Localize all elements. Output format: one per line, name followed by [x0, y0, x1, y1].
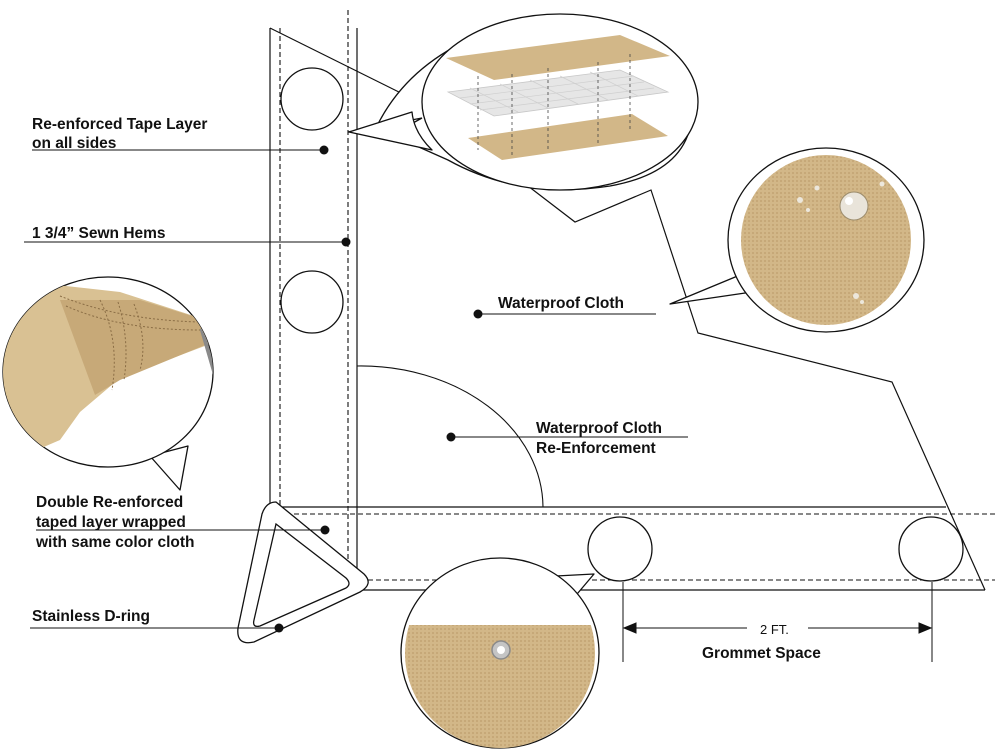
callout-d-ring	[2, 276, 214, 491]
grommet-1	[280, 67, 344, 131]
label-double-reinforced-3: with same color cloth	[36, 534, 195, 551]
leader-dots	[274, 145, 483, 633]
label-d-ring: Stainless D-ring	[32, 608, 150, 625]
grommet-3	[587, 516, 653, 582]
tape-layer-bottom	[468, 114, 668, 160]
d-ring-icon	[237, 501, 369, 644]
reinforcement-arc	[356, 365, 544, 508]
tape-layer-top	[446, 35, 670, 80]
leader-lines	[24, 149, 688, 629]
callout-tape-layers	[347, 13, 699, 191]
label-waterproof-cloth: Waterproof Cloth	[498, 295, 624, 312]
label-grommet-space: Grommet Space	[702, 645, 821, 662]
grommet-4	[898, 516, 964, 582]
label-tape-layer-sub: on all sides	[32, 135, 117, 152]
grommet-rings	[280, 67, 964, 582]
label-sewn-hems: 1 3/4” Sewn Hems	[32, 225, 166, 242]
label-reinforcement-2: Re-Enforcement	[536, 440, 656, 457]
label-double-reinforced-2: taped layer wrapped	[36, 514, 186, 531]
label-reinforcement-1: Waterproof Cloth	[536, 420, 662, 437]
callout-waterproof	[669, 147, 925, 333]
dimension-arrow	[622, 582, 933, 662]
label-double-reinforced-1: Double Re-enforced	[36, 494, 184, 511]
callout-grommet	[400, 557, 600, 749]
grommet-2	[280, 270, 344, 334]
label-tape-layer: Re-enforced Tape Layer	[32, 116, 208, 133]
label-spacing-value: 2 FT.	[760, 622, 789, 637]
